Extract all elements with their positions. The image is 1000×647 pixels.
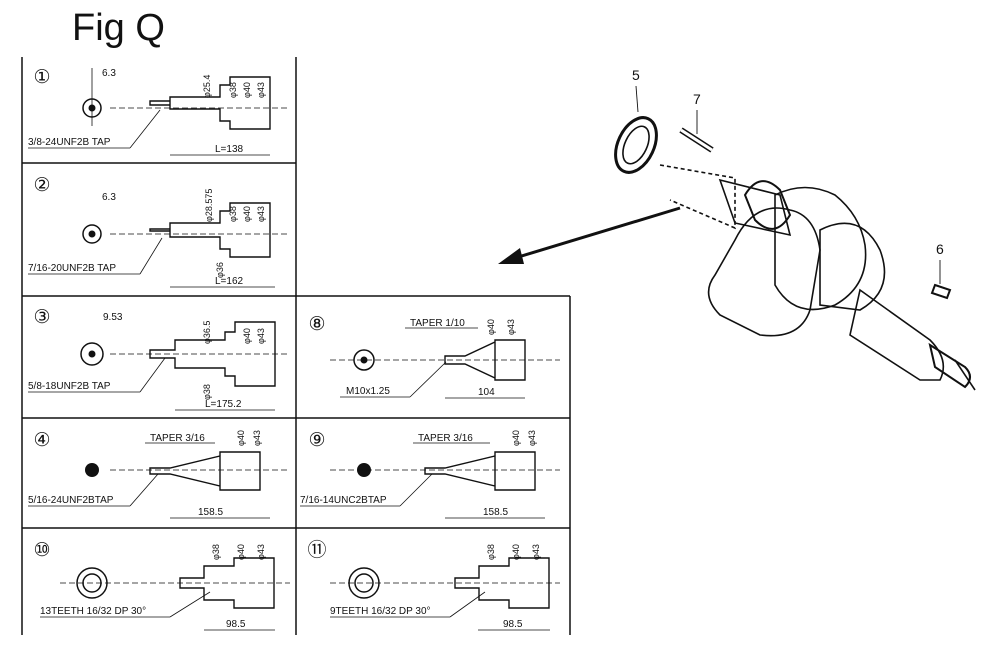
svg-text:9.53: 9.53 — [103, 312, 123, 323]
svg-text:φ43: φ43 — [256, 544, 266, 560]
svg-text:φ43: φ43 — [527, 430, 537, 446]
svg-text:L=162: L=162 — [215, 276, 244, 287]
svg-text:φ36: φ36 — [215, 262, 225, 278]
svg-text:⑪: ⑪ — [307, 539, 326, 561]
length-label: L=138 — [215, 144, 244, 155]
svg-text:TAPER 3/16: TAPER 3/16 — [150, 433, 205, 444]
svg-text:5/8-18UNF2B TAP: 5/8-18UNF2B TAP — [28, 381, 111, 392]
svg-text:φ40: φ40 — [486, 319, 496, 335]
washer-part-5 — [614, 116, 658, 174]
svg-text:φ40: φ40 — [511, 544, 521, 560]
svg-text:φ40: φ40 — [236, 430, 246, 446]
svg-text:L=175.2: L=175.2 — [205, 399, 242, 410]
panel-10: ⑩ 13TEETH 16/32 DP 30° 98.5 φ38 φ40 φ43 — [33, 540, 290, 631]
callout-5: 5 — [632, 67, 640, 83]
svg-text:⑩: ⑩ — [33, 540, 50, 561]
key-part-6 — [930, 283, 952, 300]
svg-text:158.5: 158.5 — [198, 507, 223, 518]
panel-2: ② 6.3 7/16-20UNF2B TAP L=162 φ28.575 φ38… — [28, 175, 290, 288]
svg-text:M10x1.25: M10x1.25 — [346, 386, 390, 397]
figure-title: Fig Q — [72, 7, 165, 49]
svg-text:φ43: φ43 — [252, 430, 262, 446]
svg-text:φ43: φ43 — [256, 82, 266, 98]
svg-text:φ38: φ38 — [228, 82, 238, 98]
svg-text:7/16-20UNF2B TAP: 7/16-20UNF2B TAP — [28, 263, 116, 274]
offset-dim: 6.3 — [102, 68, 116, 79]
tap-label: 3/8-24UNF2B TAP — [28, 137, 111, 148]
svg-text:9TEETH 16/32 DP 30°: 9TEETH 16/32 DP 30° — [330, 606, 431, 617]
svg-text:③: ③ — [33, 307, 50, 328]
svg-text:TAPER 1/10: TAPER 1/10 — [410, 318, 465, 329]
svg-text:φ28.575: φ28.575 — [204, 189, 214, 222]
svg-text:φ38: φ38 — [486, 544, 496, 560]
panel-number: ① — [33, 67, 50, 88]
svg-text:⑨: ⑨ — [308, 430, 325, 451]
svg-text:φ40: φ40 — [236, 544, 246, 560]
svg-text:φ25.4: φ25.4 — [202, 75, 212, 98]
panel-11: ⑪ 9TEETH 16/32 DP 30° 98.5 φ38 φ40 φ43 — [307, 539, 560, 631]
svg-text:φ38: φ38 — [211, 544, 221, 560]
svg-text:13TEETH 16/32 DP 30°: 13TEETH 16/32 DP 30° — [40, 606, 146, 617]
svg-text:5/16-24UNF2BTAP: 5/16-24UNF2BTAP — [28, 495, 114, 506]
crankshaft-illustration — [614, 116, 976, 391]
panel-grid — [21, 57, 571, 635]
svg-text:φ40: φ40 — [242, 328, 252, 344]
svg-text:158.5: 158.5 — [483, 507, 508, 518]
svg-text:TAPER 3/16: TAPER 3/16 — [418, 433, 473, 444]
pointer-arrow — [498, 206, 681, 264]
svg-text:φ36.5: φ36.5 — [202, 321, 212, 344]
panel-4: ④ TAPER 3/16 5/16-24UNF2BTAP 158.5 φ40 φ… — [28, 430, 290, 519]
svg-text:98.5: 98.5 — [226, 619, 246, 630]
panel-number: ② — [33, 175, 50, 196]
svg-text:φ38: φ38 — [228, 206, 238, 222]
svg-text:φ43: φ43 — [256, 328, 266, 344]
panel-8: ⑧ TAPER 1/10 M10x1.25 104 φ40 φ43 — [308, 314, 560, 399]
svg-text:φ43: φ43 — [506, 319, 516, 335]
part-callouts: 5 7 6 — [632, 67, 944, 284]
svg-text:φ40: φ40 — [511, 430, 521, 446]
svg-text:φ43: φ43 — [531, 544, 541, 560]
svg-text:φ40: φ40 — [242, 206, 252, 222]
shaft-profile — [149, 76, 271, 130]
svg-text:104: 104 — [478, 387, 495, 398]
svg-text:98.5: 98.5 — [503, 619, 523, 630]
svg-text:⑧: ⑧ — [308, 314, 325, 335]
svg-text:φ43: φ43 — [256, 206, 266, 222]
panel-3: ③ 9.53 5/8-18UNF2B TAP L=175.2 φ36.5 φ40… — [28, 307, 290, 411]
svg-text:6.3: 6.3 — [102, 192, 116, 203]
svg-text:7/16-14UNC2BTAP: 7/16-14UNC2BTAP — [300, 495, 387, 506]
callout-7: 7 — [693, 91, 701, 107]
callout-6: 6 — [936, 241, 944, 257]
svg-text:④: ④ — [33, 430, 50, 451]
svg-text:φ38: φ38 — [202, 384, 212, 400]
panel-9: ⑨ TAPER 3/16 7/16-14UNC2BTAP 158.5 φ40 φ… — [300, 430, 560, 519]
panel-1: ① 6.3 3/8-24UNF2B TAP L=138 φ25.4 φ38 φ4… — [28, 67, 290, 156]
svg-text:φ40: φ40 — [242, 82, 252, 98]
